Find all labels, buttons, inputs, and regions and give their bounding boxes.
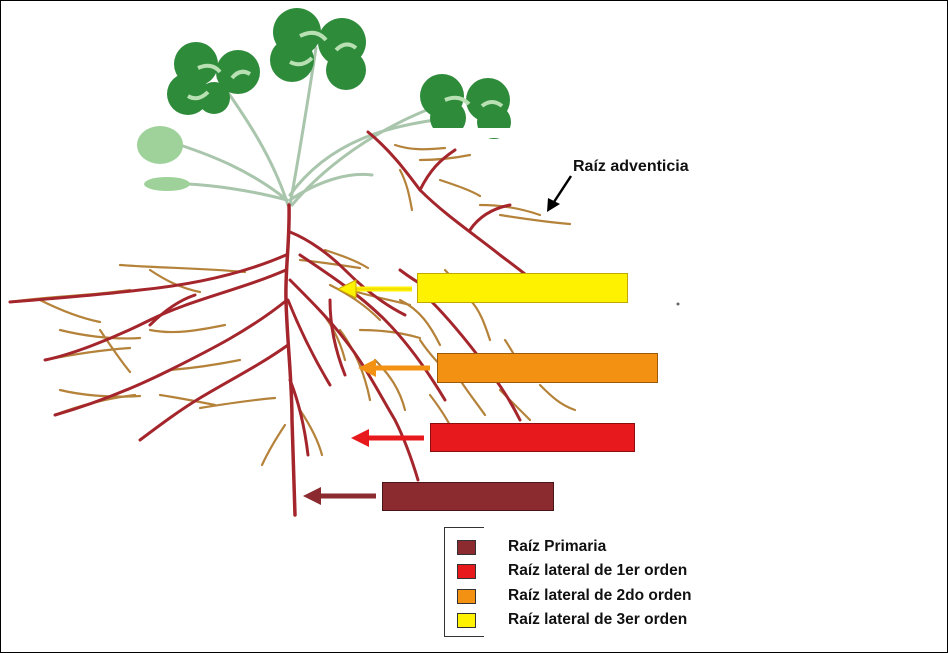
- legend-label-lateral-1: Raíz lateral de 1er orden: [508, 562, 687, 580]
- cotyledon-oval: [144, 177, 190, 191]
- legend-item-primaria: Raíz Primaria: [457, 537, 606, 557]
- legend-item-lateral-2: Raíz lateral de 2do orden: [457, 586, 691, 606]
- legend-label-lateral-2: Raíz lateral de 2do orden: [508, 587, 691, 605]
- arrow-adventicia: [547, 176, 571, 212]
- bar-1st-order: [430, 423, 635, 452]
- clover-leaf-center: [270, 8, 366, 90]
- arrow-1st-order: [351, 429, 424, 447]
- bar-3rd-order: [417, 273, 628, 303]
- legend-item-lateral-1: Raíz lateral de 1er orden: [457, 561, 687, 581]
- primary-root: [286, 205, 295, 515]
- cotyledons: [137, 126, 190, 191]
- bar-primary: [382, 482, 554, 511]
- legend-swatch-lateral-2: [457, 589, 476, 604]
- label-raiz-adventicia: Raíz adventicia: [573, 158, 689, 176]
- clover-leaf-left: [167, 42, 260, 115]
- legend-swatch-lateral-3: [457, 613, 476, 628]
- legend-label-lateral-3: Raíz lateral de 3er orden: [508, 611, 687, 629]
- legend: Raíz Primaria Raíz lateral de 1er orden …: [444, 527, 774, 639]
- arrow-primary: [303, 487, 376, 505]
- clover-leaf-right: [420, 74, 520, 139]
- legend-swatch-lateral-1: [457, 564, 476, 579]
- legend-swatch-primaria: [457, 540, 476, 555]
- cotyledon-round: [137, 126, 183, 164]
- legend-item-lateral-3: Raíz lateral de 3er orden: [457, 610, 687, 630]
- stray-dot: [677, 303, 680, 306]
- legend-label-primaria: Raíz Primaria: [508, 538, 606, 556]
- bar-2nd-order: [437, 353, 658, 383]
